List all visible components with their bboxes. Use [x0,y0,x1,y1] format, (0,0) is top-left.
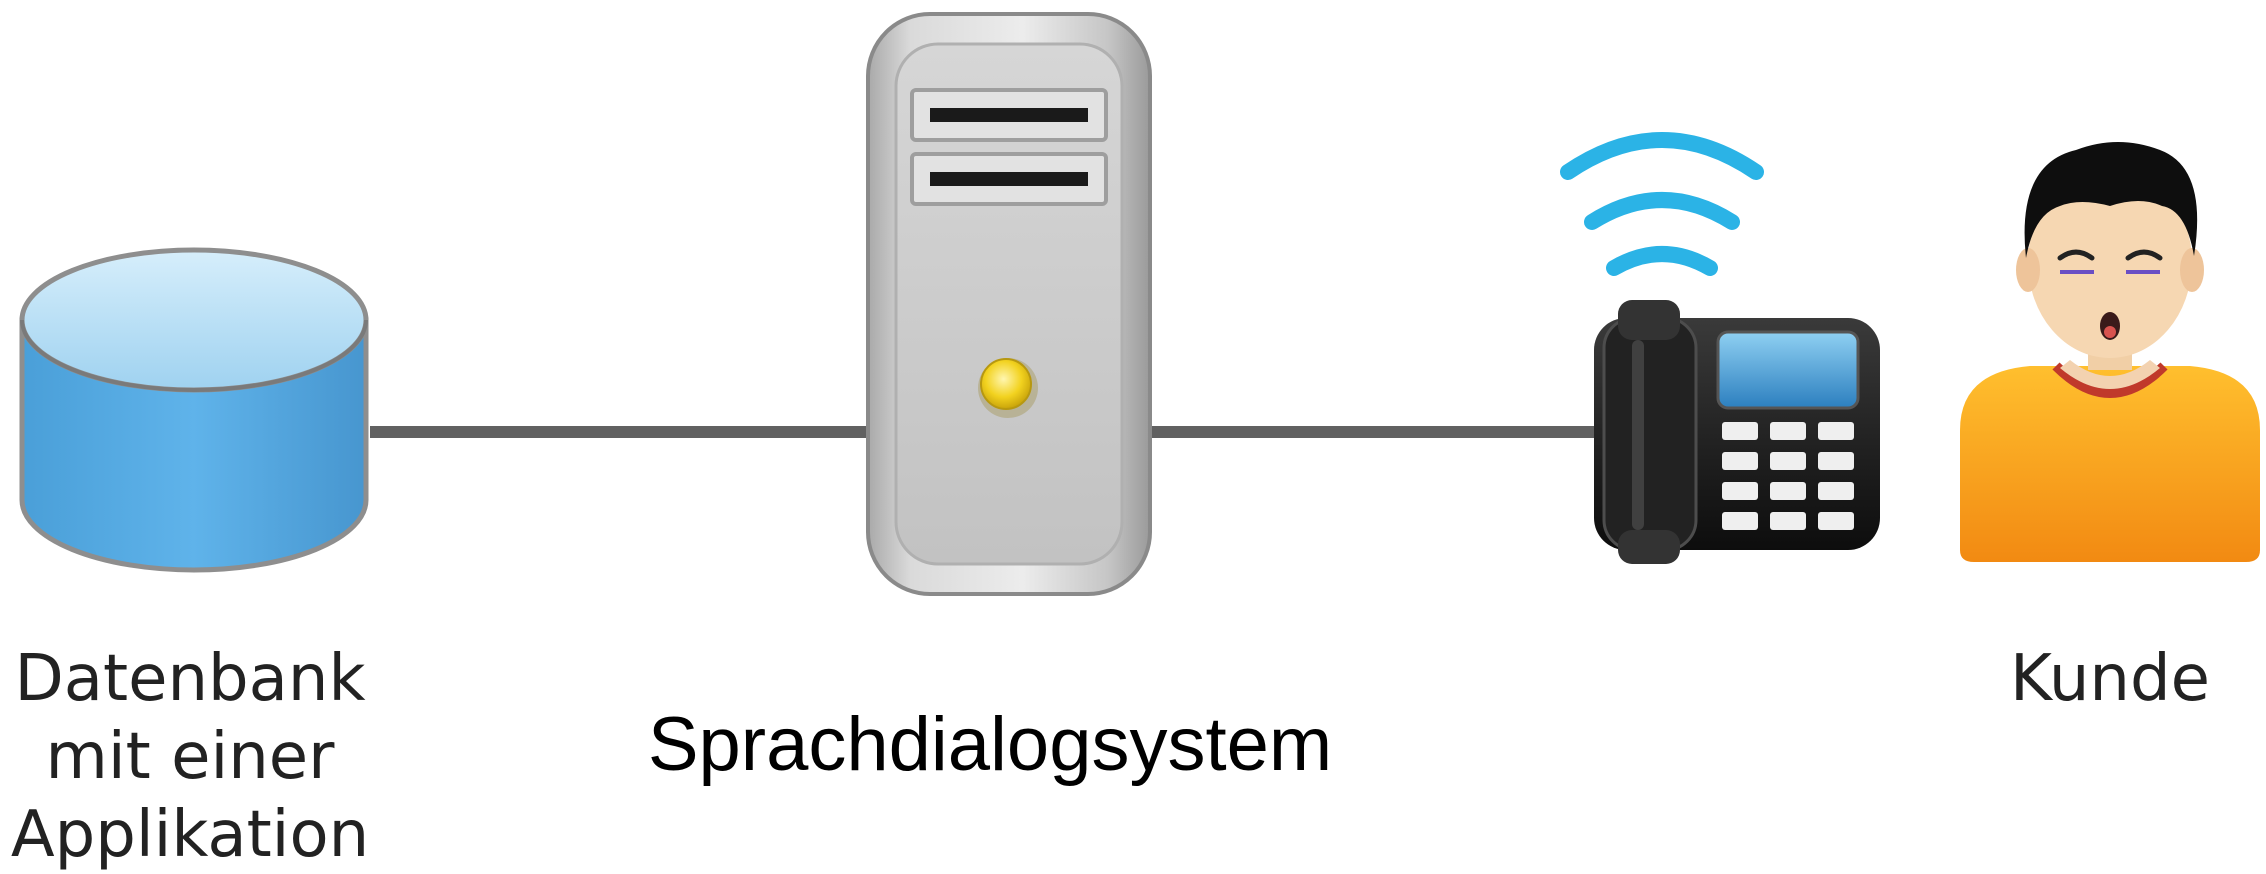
system-label: Sprachdialogsystem [647,702,1333,787]
server-power-light [980,358,1032,410]
wireless-signal-icon [1560,132,1764,276]
server-tower-icon [866,12,1152,596]
database-label: Datenbank mit einer Applikation [0,640,380,874]
person-speaking-icon [1960,142,2260,562]
database-label-line-2: mit einer [45,720,335,794]
customer-label: Kunde [2010,642,2210,716]
database-cylinder-icon [19,247,369,573]
database-label-line-1: Datenbank [14,642,366,716]
database-label-line-3: Applikation [10,798,370,872]
desk-telephone-icon [1594,300,1880,564]
